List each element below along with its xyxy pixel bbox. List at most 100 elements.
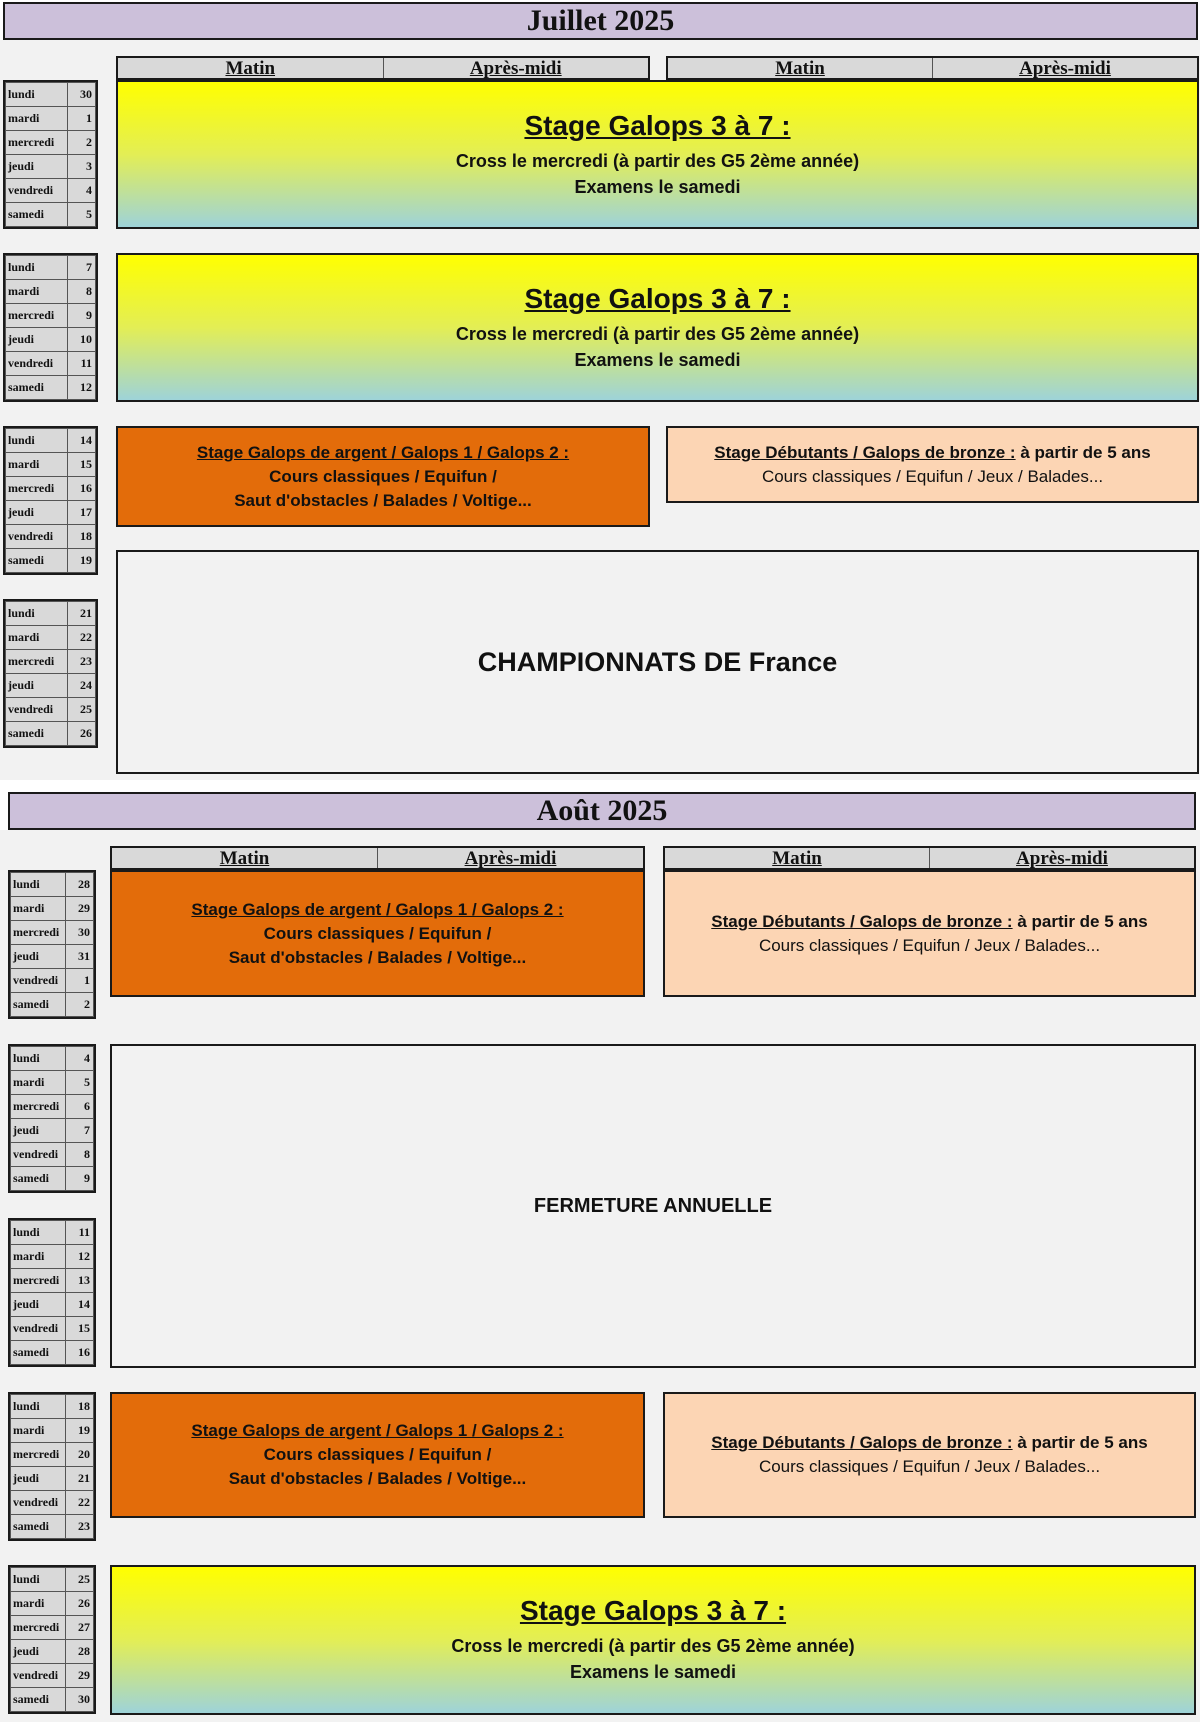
block-title: Stage Débutants / Galops de bronze : à p… [711, 910, 1147, 934]
day-number: 6 [65, 1094, 94, 1119]
day-number: 30 [65, 1687, 94, 1712]
day-number: 2 [65, 992, 94, 1017]
day-number: 21 [67, 601, 96, 626]
day-number: 11 [67, 351, 96, 376]
day-name: lundi [5, 255, 68, 280]
day-name: lundi [10, 1567, 66, 1592]
day-name: mercredi [10, 1094, 66, 1119]
block-title: Stage Galops de argent / Galops 1 / Galo… [191, 899, 564, 919]
day-name: jeudi [10, 1292, 66, 1317]
day-name: jeudi [10, 1639, 66, 1664]
header-apres-midi: Après-midi [929, 848, 1194, 869]
day-number: 3 [67, 154, 96, 179]
day-number: 26 [65, 1591, 94, 1616]
stage-galops-3-7-block: Stage Galops 3 à 7 : Cross le mercredi (… [116, 80, 1199, 229]
day-number: 5 [65, 1070, 94, 1095]
day-name: mercredi [5, 130, 68, 155]
header-matin: Matin [775, 58, 825, 79]
day-number: 13 [65, 1268, 94, 1293]
day-number: 11 [65, 1220, 94, 1245]
block-title: FERMETURE ANNUELLE [533, 1194, 773, 1217]
day-name: jeudi [5, 673, 68, 698]
block-line: Cours classiques / Equifun / Jeux / Bala… [758, 1457, 1101, 1476]
august-header-left: Matin Après-midi [110, 846, 645, 870]
day-number: 19 [67, 548, 96, 573]
day-number: 8 [65, 1142, 94, 1167]
day-name: mercredi [10, 1442, 66, 1467]
block-line: Examens le samedi [574, 176, 741, 197]
fermeture-block: FERMETURE ANNUELLE [110, 1044, 1196, 1368]
header-apres-midi: Après-midi [377, 848, 643, 869]
day-number: 15 [67, 452, 96, 477]
day-name: vendredi [5, 697, 68, 722]
stage-argent-block: Stage Galops de argent / Galops 1 / Galo… [116, 426, 650, 527]
day-name: jeudi [10, 944, 66, 969]
day-number: 28 [65, 872, 94, 897]
day-name: mercredi [5, 476, 68, 501]
day-number: 31 [65, 944, 94, 969]
day-name: vendredi [5, 351, 68, 376]
day-name: jeudi [5, 327, 68, 352]
day-number: 21 [65, 1466, 94, 1491]
day-number: 18 [65, 1394, 94, 1419]
header-matin: Matin [772, 848, 822, 869]
day-number: 17 [67, 500, 96, 525]
block-title: Stage Galops 3 à 7 : [524, 282, 791, 314]
day-name: mardi [5, 452, 68, 477]
block-line: Cours classiques / Equifun / [269, 466, 497, 486]
day-name: mercredi [5, 649, 68, 674]
block-line: Cross le mercredi (à partir des G5 2ème … [451, 1636, 855, 1656]
day-name: jeudi [5, 154, 68, 179]
day-number: 28 [65, 1639, 94, 1664]
championnats-block: CHAMPIONNATS DE France [116, 550, 1199, 774]
day-name: samedi [10, 1514, 66, 1539]
day-name: mardi [10, 1244, 66, 1269]
day-number: 30 [65, 920, 94, 945]
day-name: jeudi [5, 500, 68, 525]
day-number: 23 [65, 1514, 94, 1539]
day-number: 15 [65, 1316, 94, 1341]
day-number: 8 [67, 279, 96, 304]
july-header-right: Matin Après-midi [666, 56, 1199, 80]
day-number: 1 [65, 968, 94, 993]
day-name: vendredi [5, 524, 68, 549]
block-title: Stage Galops 3 à 7 : [524, 109, 791, 141]
block-title: CHAMPIONNATS DE France [477, 646, 838, 677]
block-line: Examens le samedi [569, 1662, 737, 1682]
day-name: mercredi [10, 1268, 66, 1293]
day-number: 9 [67, 303, 96, 328]
block-title-underlined: Stage Débutants / Galops de bronze : [714, 442, 1016, 462]
day-name: vendredi [10, 968, 66, 993]
day-name: samedi [10, 1166, 66, 1191]
block-title: Stage Débutants / Galops de bronze : à p… [714, 441, 1150, 465]
day-number: 16 [67, 476, 96, 501]
stage-debutants-block: Stage Débutants / Galops de bronze : à p… [663, 870, 1196, 997]
